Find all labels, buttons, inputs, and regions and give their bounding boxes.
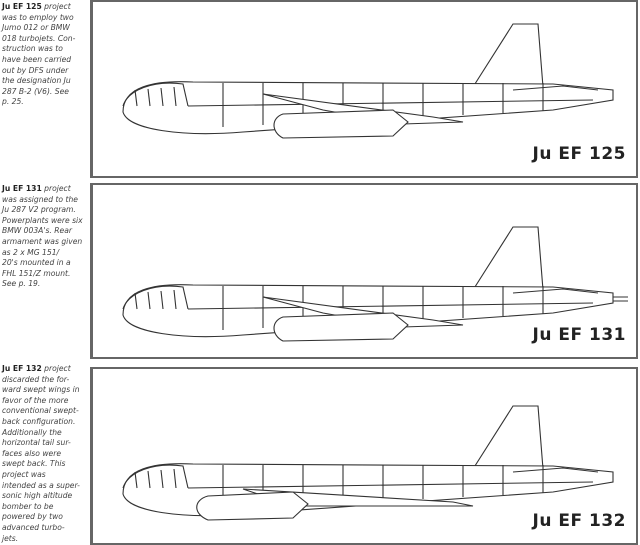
caption-line: project [44,364,71,373]
caption-line: have been carried [2,54,72,64]
caption-line: ward swept wings in [2,385,80,395]
panel-ef125: Ju EF 125 [90,0,638,178]
caption-line: armament was given [2,236,83,246]
horizontal-tail-icon [512,85,599,91]
caption-line: See p. 19. [2,279,41,289]
caption-line: jets. [2,533,19,543]
caption-line: 20's mounted in a [2,258,71,268]
cockpit-frame [147,88,151,107]
caption-line: Additionally the [2,427,62,437]
caption-line: favor of the more [2,395,69,405]
caption-line: 018 turbojets. Con- [2,33,76,43]
caption-line: project [44,184,71,193]
engine-nacelle-icon [273,312,409,342]
panel-ef132: Ju EF 132 [90,367,638,545]
caption-line: intended as a super- [2,480,80,490]
cockpit-frame [160,290,164,310]
aircraft-drawing-ef125 [122,23,614,139]
cockpit-frame [173,86,177,107]
panel-title: Ju EF 125 [532,144,626,164]
caption-line: struction was to [2,44,63,54]
caption-line: as 2 x MG 151/ [2,247,60,257]
horizontal-tail-icon [512,467,599,473]
fuselage-stripe [187,99,594,107]
tail-guns-icon [613,296,628,302]
caption-line: Powerplants were six [2,215,83,225]
tail-fin-icon [472,405,544,470]
caption-line: p. 25. [2,97,24,107]
caption-line: faces also were [2,448,61,458]
cockpit-frame [147,291,151,310]
panel-ef131: Ju EF 131 [90,183,638,359]
caption-line: Ju 287 V2 program. [2,205,76,215]
caption-line: sonic high altitude [2,491,73,501]
caption-line: conventional swept- [2,406,79,416]
caption-line: project was [2,469,46,479]
fuselage-icon [122,81,614,135]
cockpit-frame [134,89,138,107]
caption-line: Jumo 012 or BMW [2,23,70,33]
cockpit-frame [173,289,177,310]
wing-icon [262,296,464,328]
caption-line: BMW 003A's. Rear [2,226,72,236]
aircraft-drawing-ef132 [122,405,614,521]
caption-line: FHL 151/Z mount. [2,268,71,278]
caption-line: was to employ two [2,12,74,22]
aircraft-drawing-ef131 [122,226,628,342]
cockpit-frame [134,292,138,310]
fuselage-stripe [187,302,594,310]
caption-line: 287 B-2 (V6). See [2,86,69,96]
panel-title: Ju EF 131 [532,325,626,345]
horizontal-tail-icon [512,288,599,294]
caption-lead: Ju EF 125 [2,2,42,11]
caption-line: out by DFS under [2,65,69,75]
caption-line: bomber to be [2,501,54,511]
caption-line: discarded the for- [2,374,70,384]
cockpit-glazing-icon [122,464,189,489]
cockpit-frame [173,468,177,489]
fuselage-icon [122,284,614,338]
engine-nacelle-icon [196,491,309,521]
cockpit-frame [160,87,164,107]
fuselage-stripe [187,481,594,489]
caption-line: advanced turbo- [2,522,65,532]
tail-fin-icon [472,23,544,88]
caption-lead: Ju EF 132 [2,364,42,373]
caption-line: the designation Ju [2,76,71,86]
cockpit-glazing-icon [122,82,189,107]
engine-nacelle-icon [273,109,409,139]
cockpit-frame [134,471,138,489]
cockpit-frame [147,470,151,489]
caption-line: was assigned to the [2,194,78,204]
caption-line: swept back. This [2,459,66,469]
wing-icon [262,93,464,125]
caption-line: back configuration. [2,416,76,426]
caption-line: powered by two [2,512,63,522]
cockpit-frame [160,469,164,489]
panel-title: Ju EF 132 [532,511,626,531]
caption-line: project [44,2,71,11]
caption-line: horizontal tail sur- [2,438,71,448]
tail-fin-icon [472,226,544,291]
caption-lead: Ju EF 131 [2,184,42,193]
cockpit-glazing-icon [122,285,189,310]
